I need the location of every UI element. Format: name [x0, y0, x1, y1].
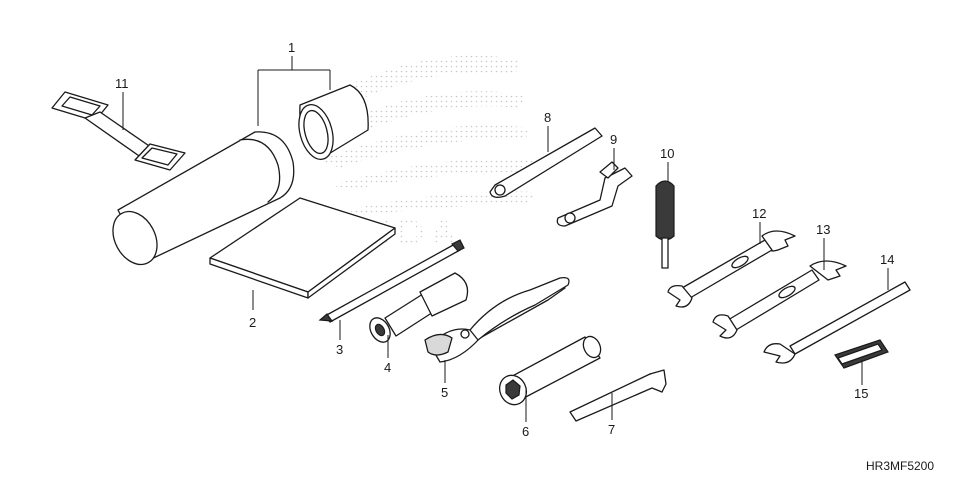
callout-11: 11 [115, 76, 129, 91]
fuse-puller-part [834, 339, 889, 369]
callout-14: 14 [880, 252, 894, 267]
callout-4: 4 [384, 360, 391, 375]
callout-6: 6 [522, 424, 529, 439]
callout-3: 3 [336, 342, 343, 357]
callout-2: 2 [249, 315, 256, 330]
wrench-13-part [712, 260, 847, 339]
callout-13: 13 [816, 222, 830, 237]
callout-12: 12 [752, 206, 766, 221]
callout-7: 7 [608, 422, 615, 437]
callout-9: 9 [610, 132, 617, 147]
wrench-12-part [667, 230, 796, 308]
callout-10: 10 [660, 146, 674, 161]
pin-spanner-part [489, 127, 603, 198]
callout-labels: 1 2 3 4 5 6 7 8 9 10 11 12 13 14 15 [115, 40, 894, 439]
leader-lines [122, 56, 889, 422]
screwdriver-handle-part [369, 272, 469, 343]
tool-bag-part [112, 84, 369, 266]
hex-key-part [569, 369, 667, 422]
diagram-code: HR3MF5200 [866, 459, 934, 473]
hook-wrench-part [556, 161, 633, 227]
callout-1: 1 [288, 40, 295, 55]
valve-tool-part [655, 180, 675, 269]
manual-part [209, 197, 396, 299]
extension-bar-part [763, 281, 911, 364]
box-spanner-part [498, 335, 602, 406]
callout-15: 15 [854, 386, 868, 401]
screwdriver-bit-part [318, 239, 465, 323]
callout-8: 8 [544, 110, 551, 125]
strap-part [51, 91, 186, 171]
pliers-part [424, 277, 570, 363]
callout-5: 5 [441, 385, 448, 400]
